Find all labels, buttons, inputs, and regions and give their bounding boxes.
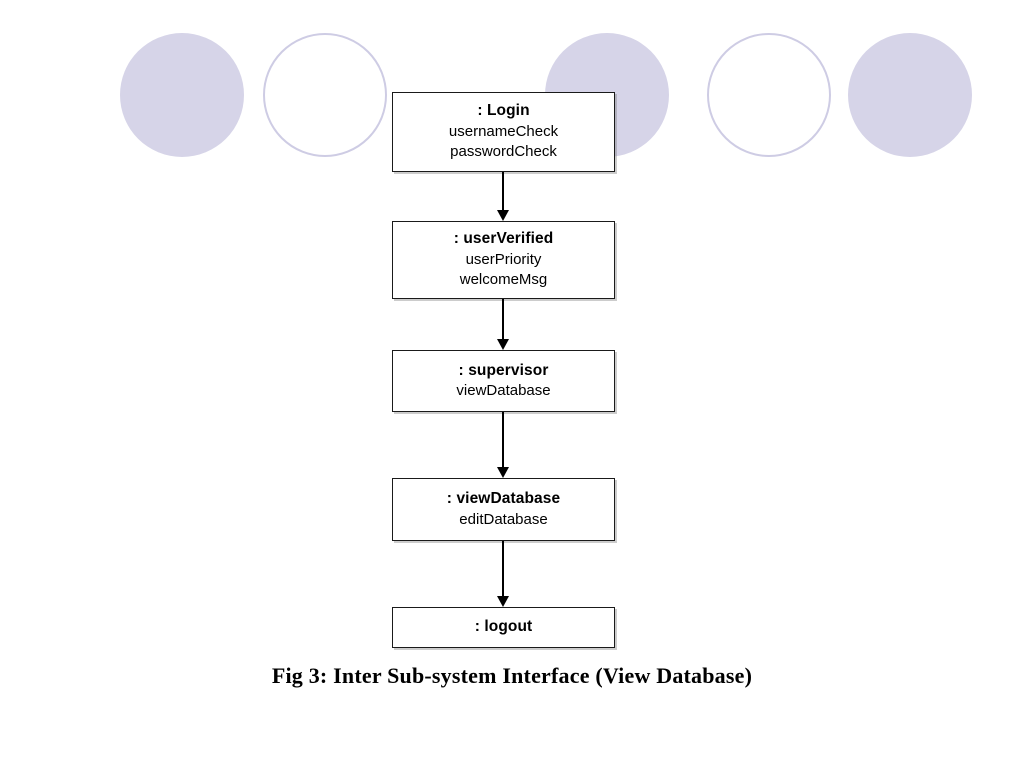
arrowhead-icon [497, 210, 509, 221]
connector-line [502, 172, 504, 211]
connector-line [502, 299, 504, 340]
arrowhead-icon [497, 596, 509, 607]
connector-line [502, 412, 504, 468]
uml-node-view-database[interactable]: : viewDatabase editDatabase [392, 478, 615, 541]
uml-node-title: : supervisor [458, 361, 549, 379]
uml-node-title: : Login [477, 102, 530, 120]
uml-node-title: : userVerified [453, 230, 554, 248]
uml-node-attribute: viewDatabase [456, 382, 551, 400]
uml-node-title: : logout [474, 618, 533, 636]
figure-caption: Fig 3: Inter Sub-system Interface (View … [271, 663, 753, 688]
uml-node-attribute: passwordCheck [450, 143, 557, 161]
connector-supervisor-to-view-database [445, 412, 561, 478]
uml-node-attribute: welcomeMsg [459, 271, 548, 289]
connector-view-database-to-logout [445, 541, 561, 607]
uml-node-supervisor[interactable]: : supervisor viewDatabase [392, 350, 615, 412]
arrowhead-icon [497, 467, 509, 478]
connector-user-verified-to-supervisor [445, 299, 561, 350]
uml-node-logout[interactable]: : logout [392, 607, 615, 648]
connector-line [502, 541, 504, 597]
connector-login-to-user-verified [445, 172, 561, 221]
uml-node-attribute: editDatabase [459, 510, 548, 528]
uml-node-title: : viewDatabase [446, 490, 561, 507]
uml-node-attribute: userPriority [465, 250, 542, 268]
arrowhead-icon [497, 339, 509, 350]
uml-node-login[interactable]: : Login usernameCheck passwordCheck [392, 92, 615, 172]
uml-node-attribute: usernameCheck [448, 122, 559, 140]
uml-node-user-verified[interactable]: : userVerified userPriority welcomeMsg [392, 221, 615, 299]
